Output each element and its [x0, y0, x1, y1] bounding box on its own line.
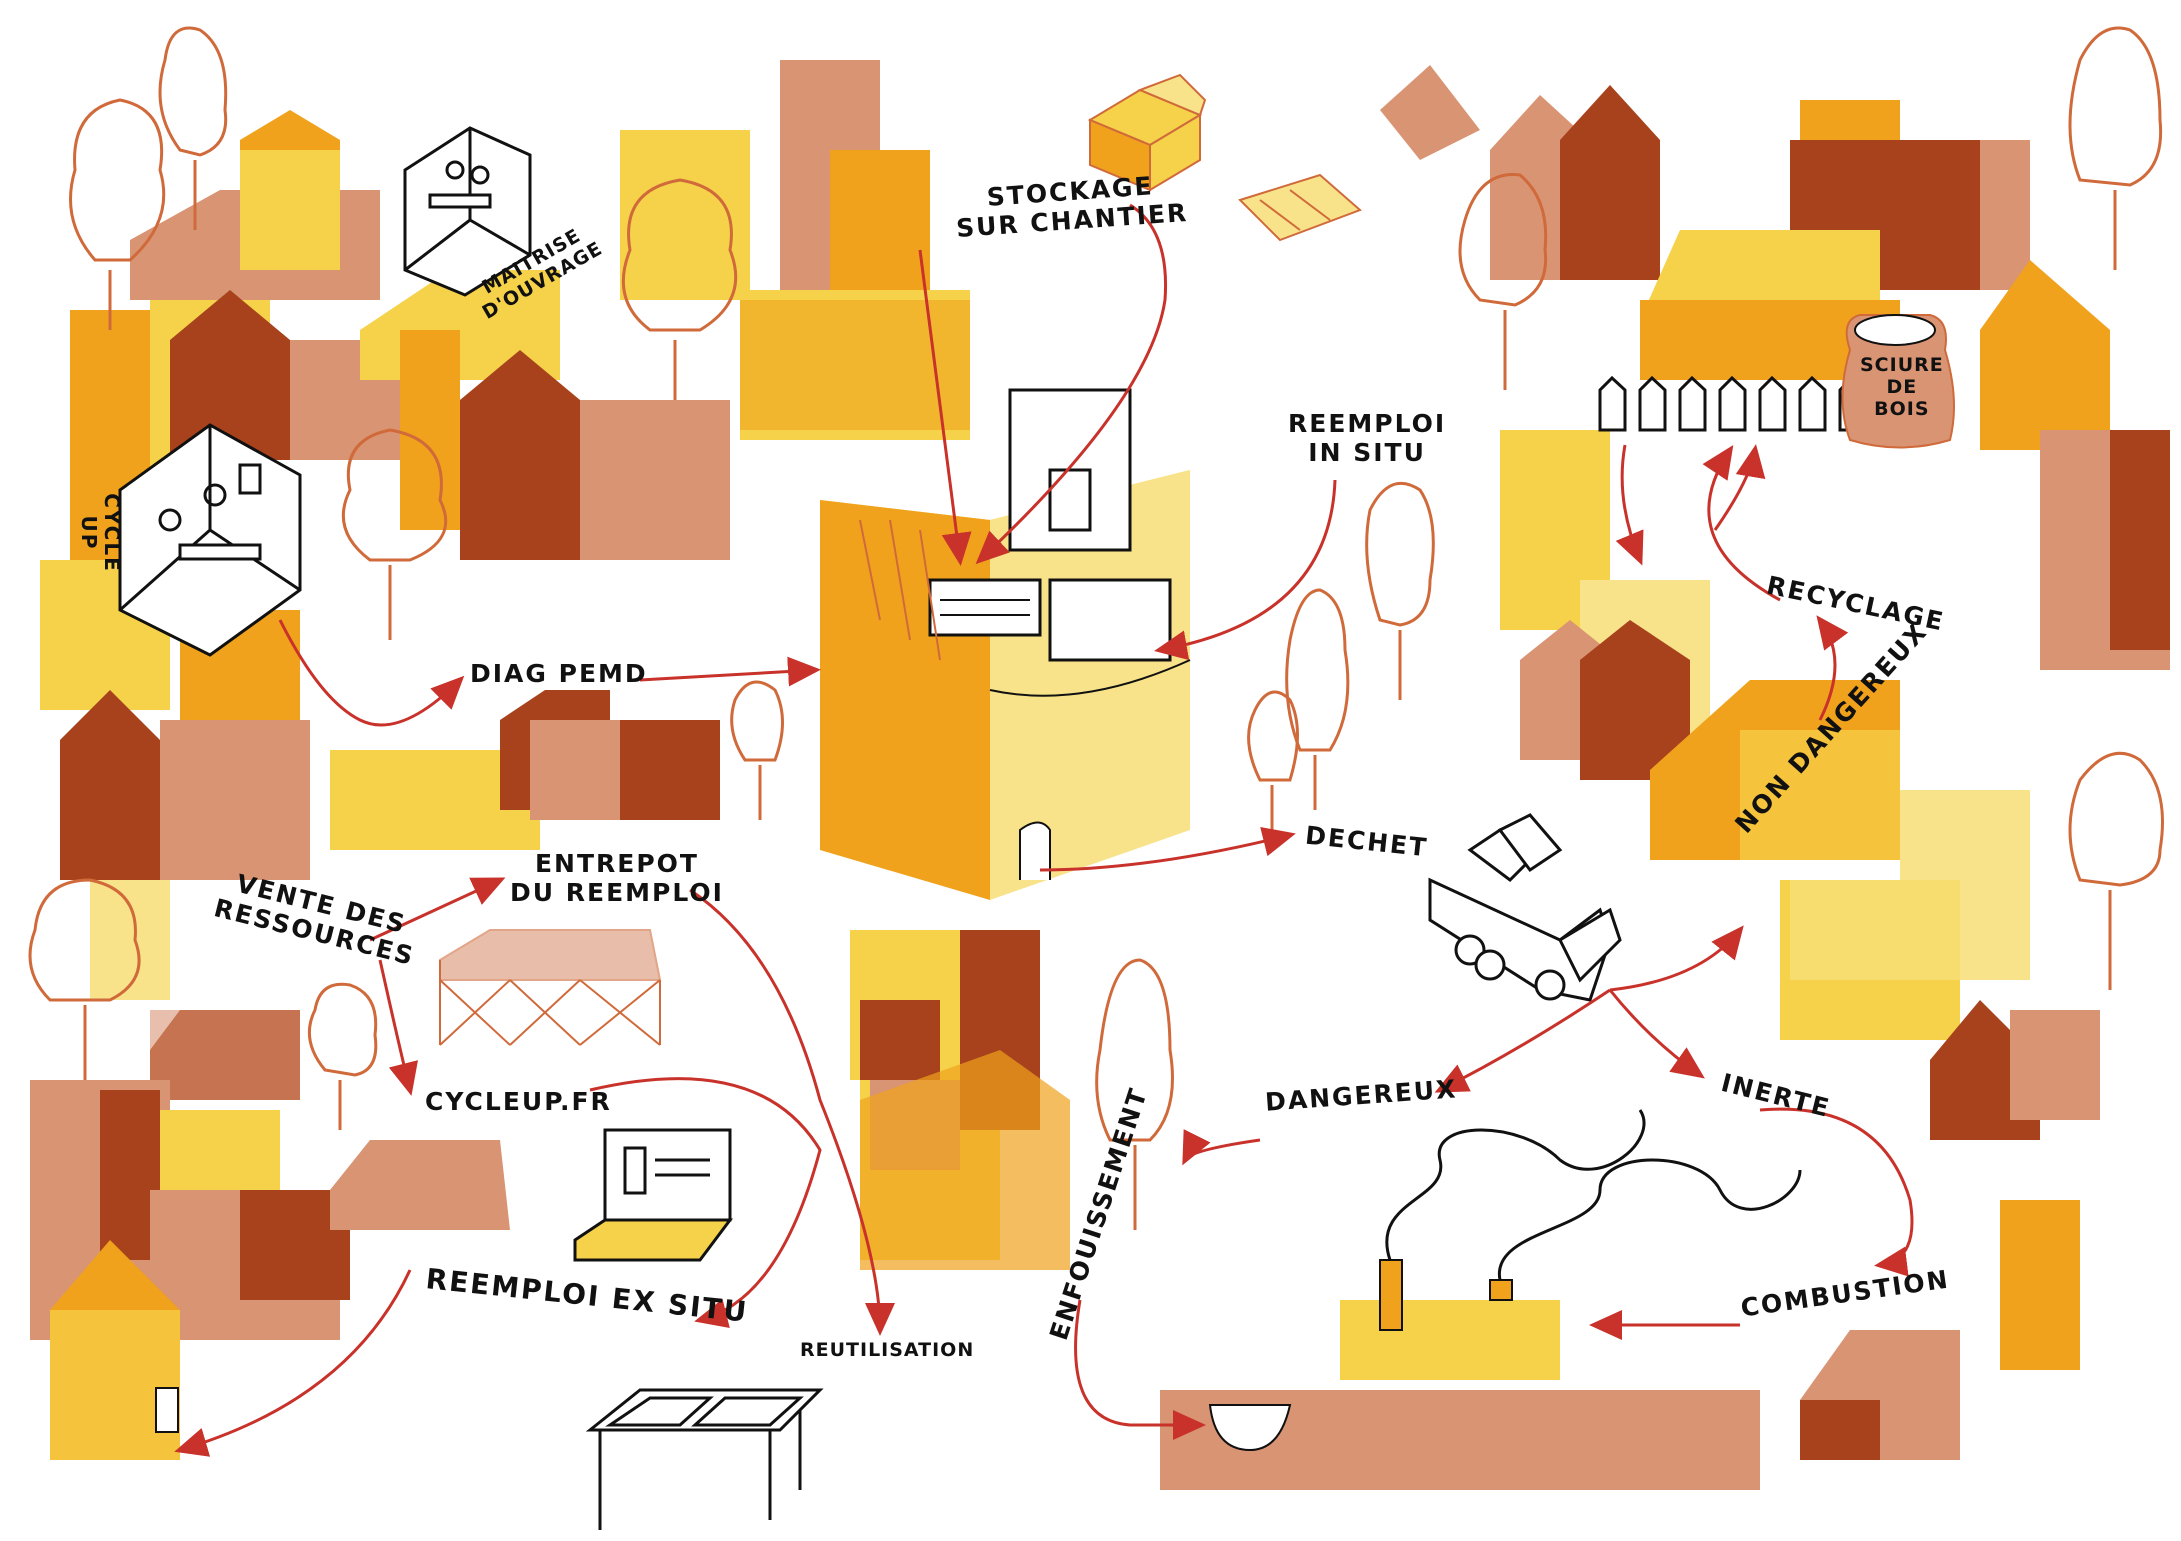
label-sciure-line3: BOIS — [1860, 399, 1944, 421]
label-cycle-up-line2: UP — [77, 493, 100, 573]
label-cycle-up-line1: CYCLE — [100, 493, 123, 573]
label-sciure-line2: DE — [1860, 377, 1944, 399]
label-reemploi-in-situ: REEMPLOI IN SITU — [1288, 410, 1446, 468]
window-table-icon — [590, 1390, 820, 1530]
right-building-cluster — [1490, 85, 2170, 1460]
label-sciure-de-bois: SCIURE DE BOIS — [1860, 355, 1944, 421]
tent-icon — [1380, 65, 1480, 160]
label-cycle-up: CYCLE UP — [77, 493, 123, 573]
label-entrepot-du-reemploi: ENTREPOT DU REEMPLOI — [510, 850, 724, 908]
truck-icon — [1430, 815, 1620, 1000]
central-bottom-cluster — [850, 930, 1070, 1270]
fence-icon — [1600, 378, 1865, 430]
label-sciure-line1: SCIURE — [1860, 355, 1944, 377]
label-diag-pemd: DIAG PEMD — [470, 660, 648, 689]
label-entrepot-line2: DU REEMPLOI — [510, 879, 724, 908]
label-entrepot-line1: ENTREPOT — [510, 850, 724, 879]
central-building — [820, 390, 1190, 900]
label-reutilisation: REUTILISATION — [800, 1340, 974, 1362]
label-reemploi-in-situ-line2: IN SITU — [1288, 439, 1446, 468]
factory-icon — [1160, 1110, 1800, 1490]
pallet-icon — [1240, 175, 1360, 240]
label-cycleup-fr: CYCLEUP.FR — [425, 1088, 612, 1117]
label-reemploi-in-situ-line1: REEMPLOI — [1288, 410, 1446, 439]
laptop-icon — [575, 1130, 730, 1260]
warehouse-icon — [440, 930, 660, 1045]
